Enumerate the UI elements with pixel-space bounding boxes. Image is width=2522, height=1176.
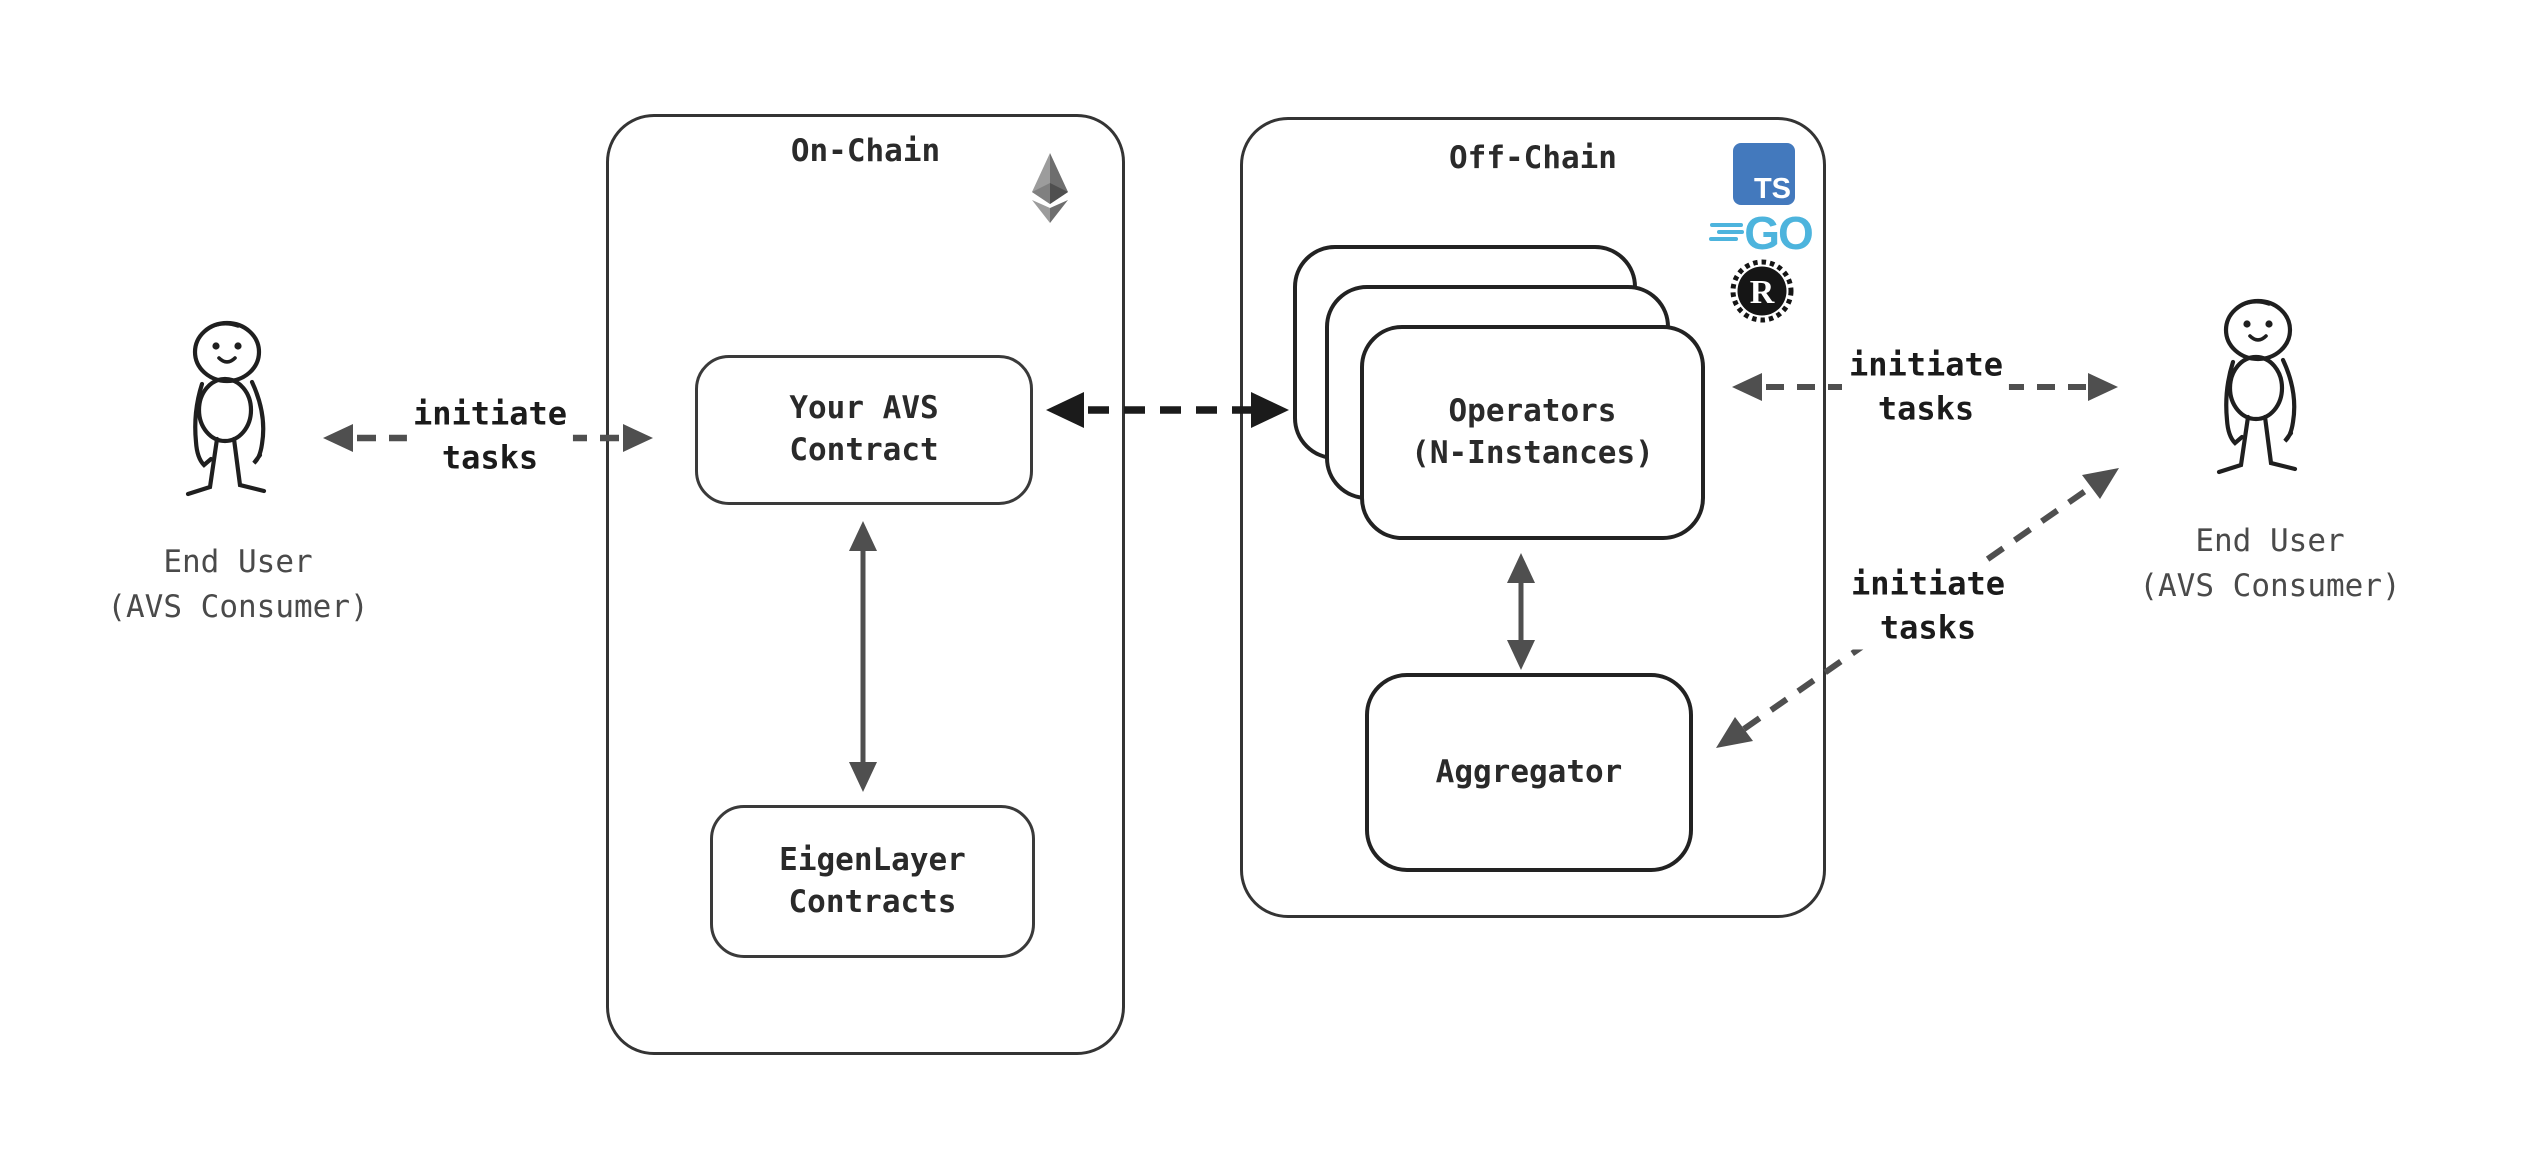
operators-box: Operators (N-Instances) — [1360, 325, 1705, 540]
right-user-caption: End User (AVS Consumer) — [2139, 519, 2400, 610]
on-chain-container: On-Chain — [606, 114, 1125, 1055]
avs-contract-label-line2: Contract — [789, 432, 939, 468]
operators-label-line2: (N-Instances) — [1411, 434, 1654, 471]
user-contract-edge-label: initiate tasks — [406, 392, 574, 480]
user-contract-edge-label-line2: tasks — [441, 438, 539, 476]
aggregator-label: Aggregator — [1435, 753, 1623, 790]
right-user-role: (AVS Consumer) — [2139, 568, 2401, 605]
aggregator-user-edge-label-line1: initiate — [1850, 564, 2006, 603]
right-user-figure — [2219, 301, 2295, 472]
left-user-role: (AVS Consumer) — [107, 589, 369, 626]
operators-user-edge-label-line2: tasks — [1877, 389, 1975, 427]
left-user-caption: End User (AVS Consumer) — [107, 540, 368, 631]
eigenlayer-contracts-box: EigenLayer Contracts — [710, 805, 1035, 958]
on-chain-title: On-Chain — [790, 133, 941, 169]
left-user-figure — [188, 323, 264, 494]
aggregator-user-edge-label-line2: tasks — [1879, 608, 1977, 646]
aggregator-user-edge-label: initiate tasks — [1844, 562, 2012, 650]
right-user-name: End User — [2195, 523, 2345, 559]
operators-user-edge-label-line1: initiate — [1848, 345, 2004, 384]
operators-user-edge-label: initiate tasks — [1842, 343, 2010, 431]
user-contract-edge-label-line1: initiate — [412, 394, 568, 433]
eigenlayer-label-line1: EigenLayer — [779, 841, 966, 878]
off-chain-title: Off-Chain — [1449, 140, 1617, 176]
avs-contract-box: Your AVS Contract — [695, 355, 1033, 505]
operators-label-line1: Operators — [1448, 392, 1617, 429]
avs-contract-label-line1: Your AVS — [789, 390, 939, 427]
left-user-name: End User — [163, 544, 313, 580]
eigenlayer-label-line2: Contracts — [788, 883, 957, 920]
aggregator-box: Aggregator — [1365, 673, 1693, 872]
